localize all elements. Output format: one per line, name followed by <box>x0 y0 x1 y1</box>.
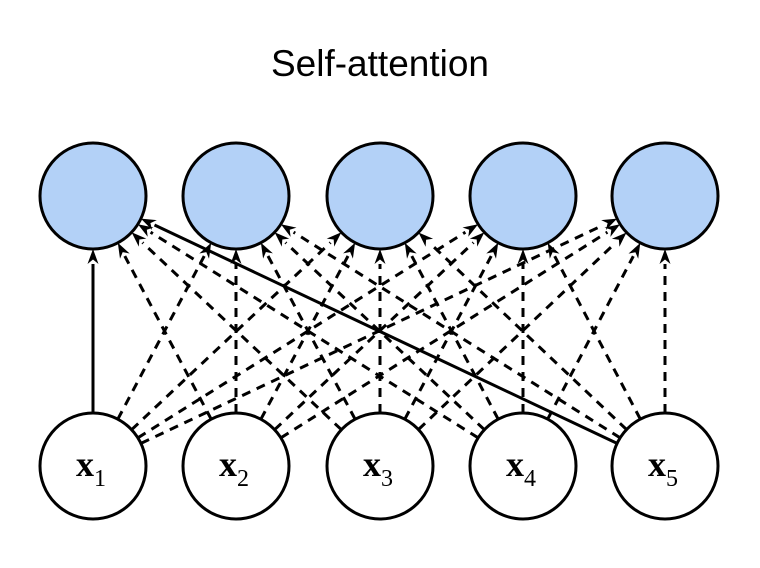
output-node-5 <box>610 141 720 251</box>
arrowhead-x1-to-y1 <box>87 249 99 264</box>
dashed-edge-x2-to-y5 <box>280 230 609 440</box>
input-node-3: x3 <box>325 411 435 521</box>
dashed-edge-x1-to-y4 <box>137 230 467 440</box>
diagram-title: Self-attention <box>271 43 489 84</box>
input-node-label: x1 <box>76 444 106 492</box>
attention-edges <box>87 218 671 445</box>
dashed-edge-x1-to-y3 <box>130 241 332 431</box>
input-node-label: x2 <box>219 444 249 492</box>
arrowhead-x3-to-y1 <box>131 232 147 247</box>
dashed-edge-x4-to-y1 <box>149 230 479 440</box>
arrowhead-x5-to-y5 <box>659 249 671 264</box>
arrowhead-x3-to-y3 <box>374 249 386 264</box>
arrowhead-x3-to-y4 <box>486 242 499 259</box>
label-main: x <box>76 444 94 484</box>
arrowhead-x5-to-y1 <box>140 218 157 230</box>
dashed-edge-x5-to-y3 <box>428 241 628 431</box>
label-subscript: 3 <box>381 466 393 492</box>
arrowhead-x2-to-y3 <box>343 242 356 259</box>
dashed-edge-x1-to-y2 <box>116 255 206 420</box>
dashed-edge-x4-to-y2 <box>284 241 486 431</box>
output-node-1 <box>38 141 148 251</box>
arrowhead-x3-to-y2 <box>260 242 273 259</box>
label-main: x <box>648 444 666 484</box>
dashed-edge-x3-to-y1 <box>141 241 343 431</box>
arrowhead-x1-to-y2 <box>199 242 212 259</box>
label-main: x <box>506 444 524 484</box>
arrowhead-x3-to-y5 <box>611 232 627 247</box>
dashed-edge-x5-to-y2 <box>292 230 621 440</box>
label-subscript: 5 <box>666 466 678 492</box>
arrowhead-x2-to-y1 <box>117 242 130 259</box>
dashed-edge-x5-to-y4 <box>553 255 642 420</box>
arrowhead-x2-to-y4 <box>469 232 485 247</box>
arrowhead-x5-to-y3 <box>418 232 434 247</box>
output-node-2 <box>181 141 291 251</box>
label-subscript: 4 <box>524 466 536 492</box>
arrowhead-x4-to-y5 <box>628 242 641 259</box>
input-node-5: x5 <box>610 411 720 521</box>
arrowhead-x4-to-y1 <box>137 224 154 237</box>
input-node-2: x2 <box>181 411 291 521</box>
dashed-edge-x2-to-y4 <box>273 241 475 431</box>
label-subscript: 1 <box>94 466 106 492</box>
arrowhead-x4-to-y2 <box>274 232 290 247</box>
arrowhead-x4-to-y4 <box>517 249 529 264</box>
solid-edge-x5-to-y1 <box>153 223 618 445</box>
input-node-4: x4 <box>468 411 578 521</box>
input-node-label: x5 <box>648 444 678 492</box>
input-node-circle <box>38 411 148 521</box>
input-node-circle <box>468 411 578 521</box>
dashed-edge-x3-to-y5 <box>417 241 617 431</box>
label-main: x <box>363 444 381 484</box>
output-node-3 <box>325 141 435 251</box>
arrowhead-x5-to-y2 <box>280 224 297 237</box>
arrowhead-x5-to-y4 <box>547 242 560 259</box>
input-node-circle <box>325 411 435 521</box>
input-node-label: x4 <box>506 444 536 492</box>
arrowhead-x4-to-y3 <box>404 242 417 259</box>
arrowhead-x1-to-y5 <box>601 218 618 230</box>
output-node-4 <box>468 141 578 251</box>
arrowhead-x2-to-y2 <box>230 249 242 264</box>
arrowhead-x1-to-y3 <box>326 232 342 247</box>
dashed-edge-x1-to-y5 <box>140 223 605 445</box>
input-node-1: x1 <box>38 411 148 521</box>
label-subscript: 2 <box>237 466 249 492</box>
arrowhead-x2-to-y5 <box>604 224 621 237</box>
input-node-label: x3 <box>363 444 393 492</box>
input-node-circle <box>181 411 291 521</box>
label-main: x <box>219 444 237 484</box>
arrowhead-x1-to-y4 <box>462 224 479 237</box>
input-node-circle <box>610 411 720 521</box>
